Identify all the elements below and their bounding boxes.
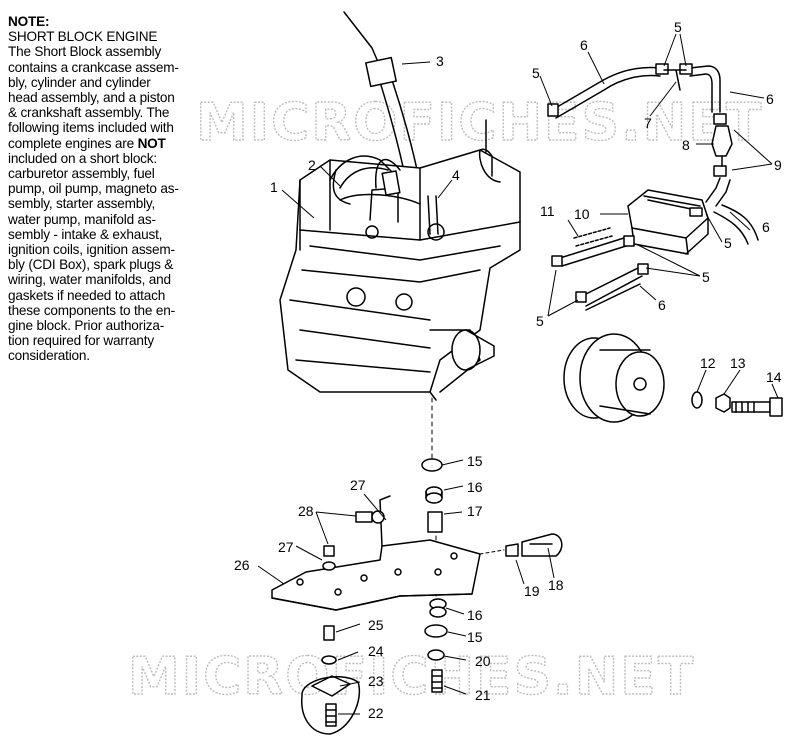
callout-25: 25: [368, 617, 384, 633]
callout-11: 11: [540, 203, 555, 219]
callout-16a: 16: [467, 479, 483, 495]
callout-5a: 5: [532, 65, 540, 81]
bolt-22: [325, 703, 337, 727]
callout-15a: 15: [467, 453, 483, 469]
nut-27: [323, 545, 335, 557]
engine-block: [279, 119, 521, 401]
callout-18: 18: [548, 577, 564, 593]
callout-19: 19: [524, 583, 540, 599]
note-text-1: SHORT BLOCK ENGINE The Short Block assem…: [8, 29, 179, 151]
spark-plug-wires: [329, 155, 401, 196]
callout-24: 24: [368, 643, 384, 659]
washer-12: [691, 391, 703, 409]
mount-spacer-17: [427, 511, 443, 533]
callout-28: 28: [298, 503, 314, 519]
bolt-18: [521, 533, 563, 557]
note-text-2: included on a short block: carburetor as…: [8, 150, 179, 364]
callout-27a: 27: [350, 477, 366, 493]
callout-5d: 5: [702, 269, 710, 285]
callout-6b: 6: [766, 91, 774, 107]
drive-clutch: [563, 333, 665, 423]
note-body: SHORT BLOCK ENGINE The Short Block assem…: [8, 29, 236, 363]
fuel-filter: [711, 125, 733, 167]
spacer-19: [505, 543, 519, 557]
washer-24: [321, 655, 337, 665]
watermark-top: MICROFICHES.NET: [196, 93, 763, 153]
callout-15b: 15: [467, 629, 483, 645]
callout-26: 26: [234, 557, 250, 573]
callout-8: 8: [682, 137, 690, 153]
bolt-14: [731, 397, 783, 417]
callout-5e: 5: [536, 313, 544, 329]
callout-6d: 6: [658, 297, 666, 313]
note-heading: NOTE:: [8, 14, 50, 29]
callout-13: 13: [730, 355, 746, 371]
callout-6a: 6: [580, 37, 588, 53]
callout-3: 3: [436, 53, 444, 69]
callout-1: 1: [270, 179, 278, 195]
mount-washer-15: [421, 458, 443, 472]
note-bold-not: NOT: [137, 135, 166, 151]
spacer-25: [323, 625, 335, 641]
callout-10: 10: [574, 206, 590, 222]
fuel-pump: [627, 189, 709, 255]
callout-14: 14: [766, 369, 782, 385]
callout-21: 21: [475, 687, 491, 703]
callout-20: 20: [475, 653, 491, 669]
callout-22: 22: [368, 705, 384, 721]
callout-23: 23: [368, 673, 384, 689]
washer-20: [427, 649, 445, 661]
lower-washer-15: [424, 624, 448, 638]
lower-hoses: [551, 227, 649, 311]
callout-12: 12: [700, 355, 716, 371]
mounting-plate: [271, 495, 481, 611]
mounting-stud: [427, 195, 439, 235]
mount-bushing-16: [425, 486, 443, 504]
callout-5b: 5: [674, 19, 682, 35]
washer-27: [322, 561, 336, 571]
fuel-lines: [547, 63, 759, 245]
crankshaft-stub: [451, 329, 495, 371]
callout-5c: 5: [724, 235, 732, 251]
callout-27b: 27: [278, 539, 294, 555]
nut-13: [715, 393, 731, 413]
tee-fitting: [663, 69, 687, 91]
callout-16b: 16: [467, 607, 483, 623]
callout-4: 4: [452, 167, 460, 183]
watermark-bottom: MICROFICHES.NET: [128, 647, 695, 707]
leader-lines: [257, 33, 779, 715]
callout-17: 17: [467, 503, 483, 519]
bolt-centerline: [479, 549, 505, 555]
callout-9: 9: [774, 157, 782, 173]
bracket-bolt-28: [355, 510, 385, 524]
short-block-note: NOTE: SHORT BLOCK ENGINE The Short Block…: [8, 14, 236, 364]
callout-6c: 6: [762, 219, 770, 235]
callout-2: 2: [308, 157, 316, 173]
bolt-21: [431, 669, 443, 693]
callout-7: 7: [644, 115, 652, 131]
lower-bushing-16: [429, 598, 447, 618]
